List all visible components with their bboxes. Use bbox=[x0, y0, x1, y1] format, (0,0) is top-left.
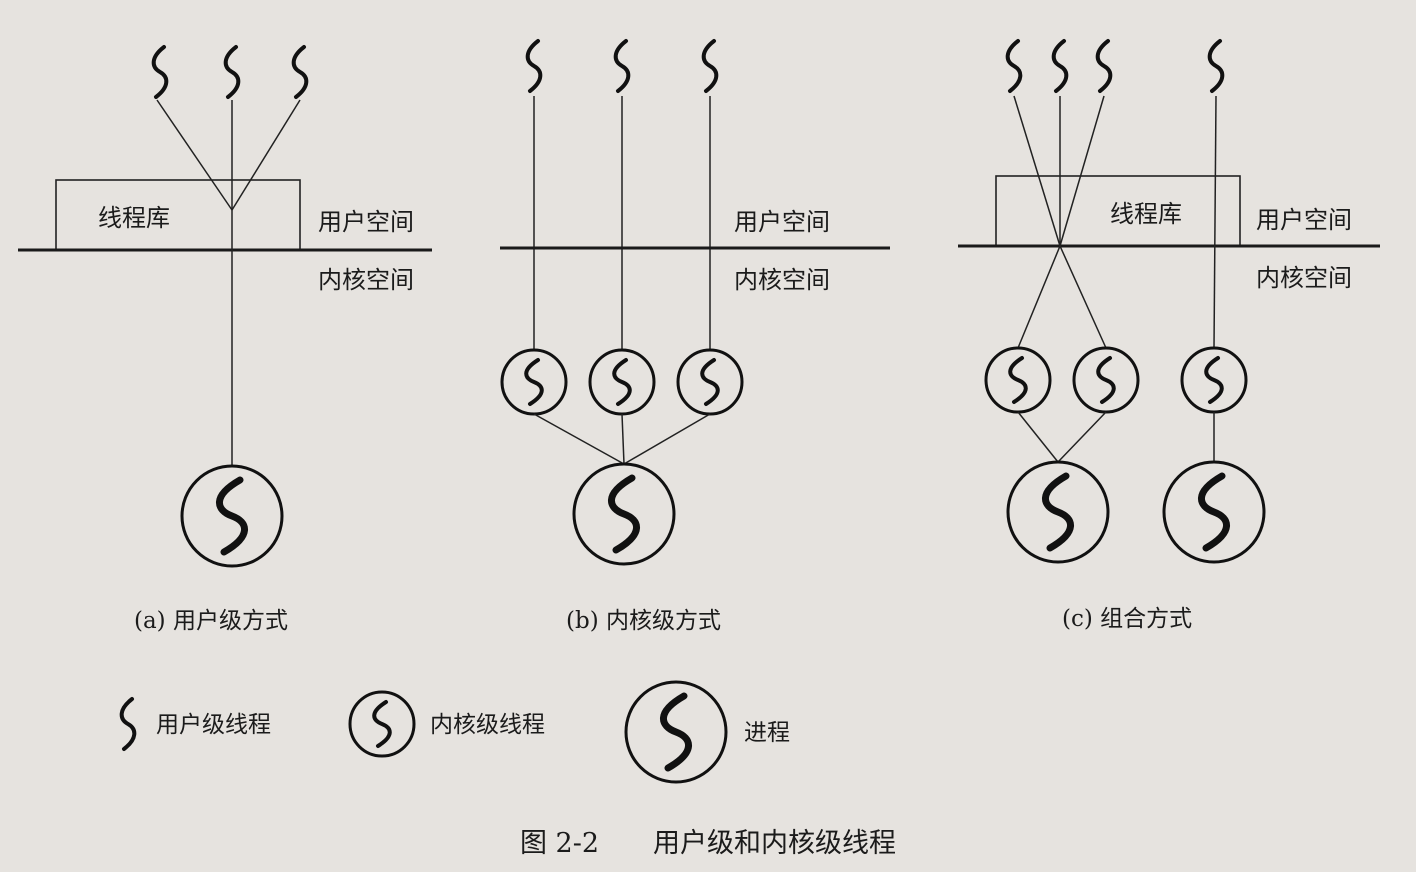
user-thread-icon bbox=[1051, 39, 1069, 93]
legend-kernel-thread-label: 内核级线程 bbox=[430, 712, 545, 738]
kernel-space-label: 内核空间 bbox=[734, 266, 830, 294]
user-space-label: 用户空间 bbox=[1256, 206, 1352, 234]
user-thread-icon bbox=[151, 45, 169, 99]
legend-process-icon bbox=[624, 680, 728, 784]
legend-process-label: 进程 bbox=[744, 720, 790, 746]
legend-kernel-thread-icon bbox=[348, 690, 416, 758]
panel-b-kernel-level: 用户空间 内核空间 (b) 内核级方式 bbox=[500, 39, 890, 634]
kernel-thread-icon bbox=[588, 348, 656, 416]
thread-library-label: 线程库 bbox=[1110, 200, 1182, 228]
legend: 用户级线程 内核级线程 进程 bbox=[119, 680, 790, 784]
thread-library-label: 线程库 bbox=[98, 204, 170, 232]
user-thread-icon bbox=[1207, 39, 1225, 93]
process-icon bbox=[1006, 460, 1110, 564]
panel-c-combined: 线程库 用户空间 内核空间 (c) 组合方式 bbox=[958, 39, 1380, 632]
panel-b-caption: (b) 内核级方式 bbox=[566, 608, 721, 634]
legend-user-thread-icon bbox=[119, 697, 137, 751]
user-thread-icon bbox=[1005, 39, 1023, 93]
panel-a-user-level: 线程库 用户空间 内核空间 (a) 用户级方式 bbox=[18, 45, 432, 634]
user-thread-icon bbox=[701, 39, 719, 93]
process-icon bbox=[180, 464, 284, 568]
user-thread-icon bbox=[1095, 39, 1113, 93]
user-thread-icon bbox=[613, 39, 631, 93]
kernel-space-label: 内核空间 bbox=[1256, 264, 1352, 292]
user-thread-icon bbox=[525, 39, 543, 93]
process-icon bbox=[572, 462, 676, 566]
kernel-thread-icon bbox=[1180, 346, 1248, 414]
kernel-thread-icon bbox=[500, 348, 568, 416]
kernel-space-label: 内核空间 bbox=[318, 266, 414, 294]
kernel-thread-icon bbox=[676, 348, 744, 416]
panel-a-caption: (a) 用户级方式 bbox=[134, 608, 288, 634]
user-thread-icon bbox=[291, 45, 309, 99]
legend-user-thread-label: 用户级线程 bbox=[156, 712, 271, 738]
process-icon bbox=[1162, 460, 1266, 564]
kernel-thread-icon bbox=[1072, 346, 1140, 414]
kernel-thread-icon bbox=[984, 346, 1052, 414]
user-space-label: 用户空间 bbox=[318, 208, 414, 236]
thread-library-box bbox=[55, 179, 301, 251]
panel-c-caption: (c) 组合方式 bbox=[1062, 606, 1192, 632]
user-thread-icon bbox=[223, 45, 241, 99]
figure-caption: 图 2-2 用户级和内核级线程 bbox=[520, 828, 896, 859]
user-space-label: 用户空间 bbox=[734, 208, 830, 236]
